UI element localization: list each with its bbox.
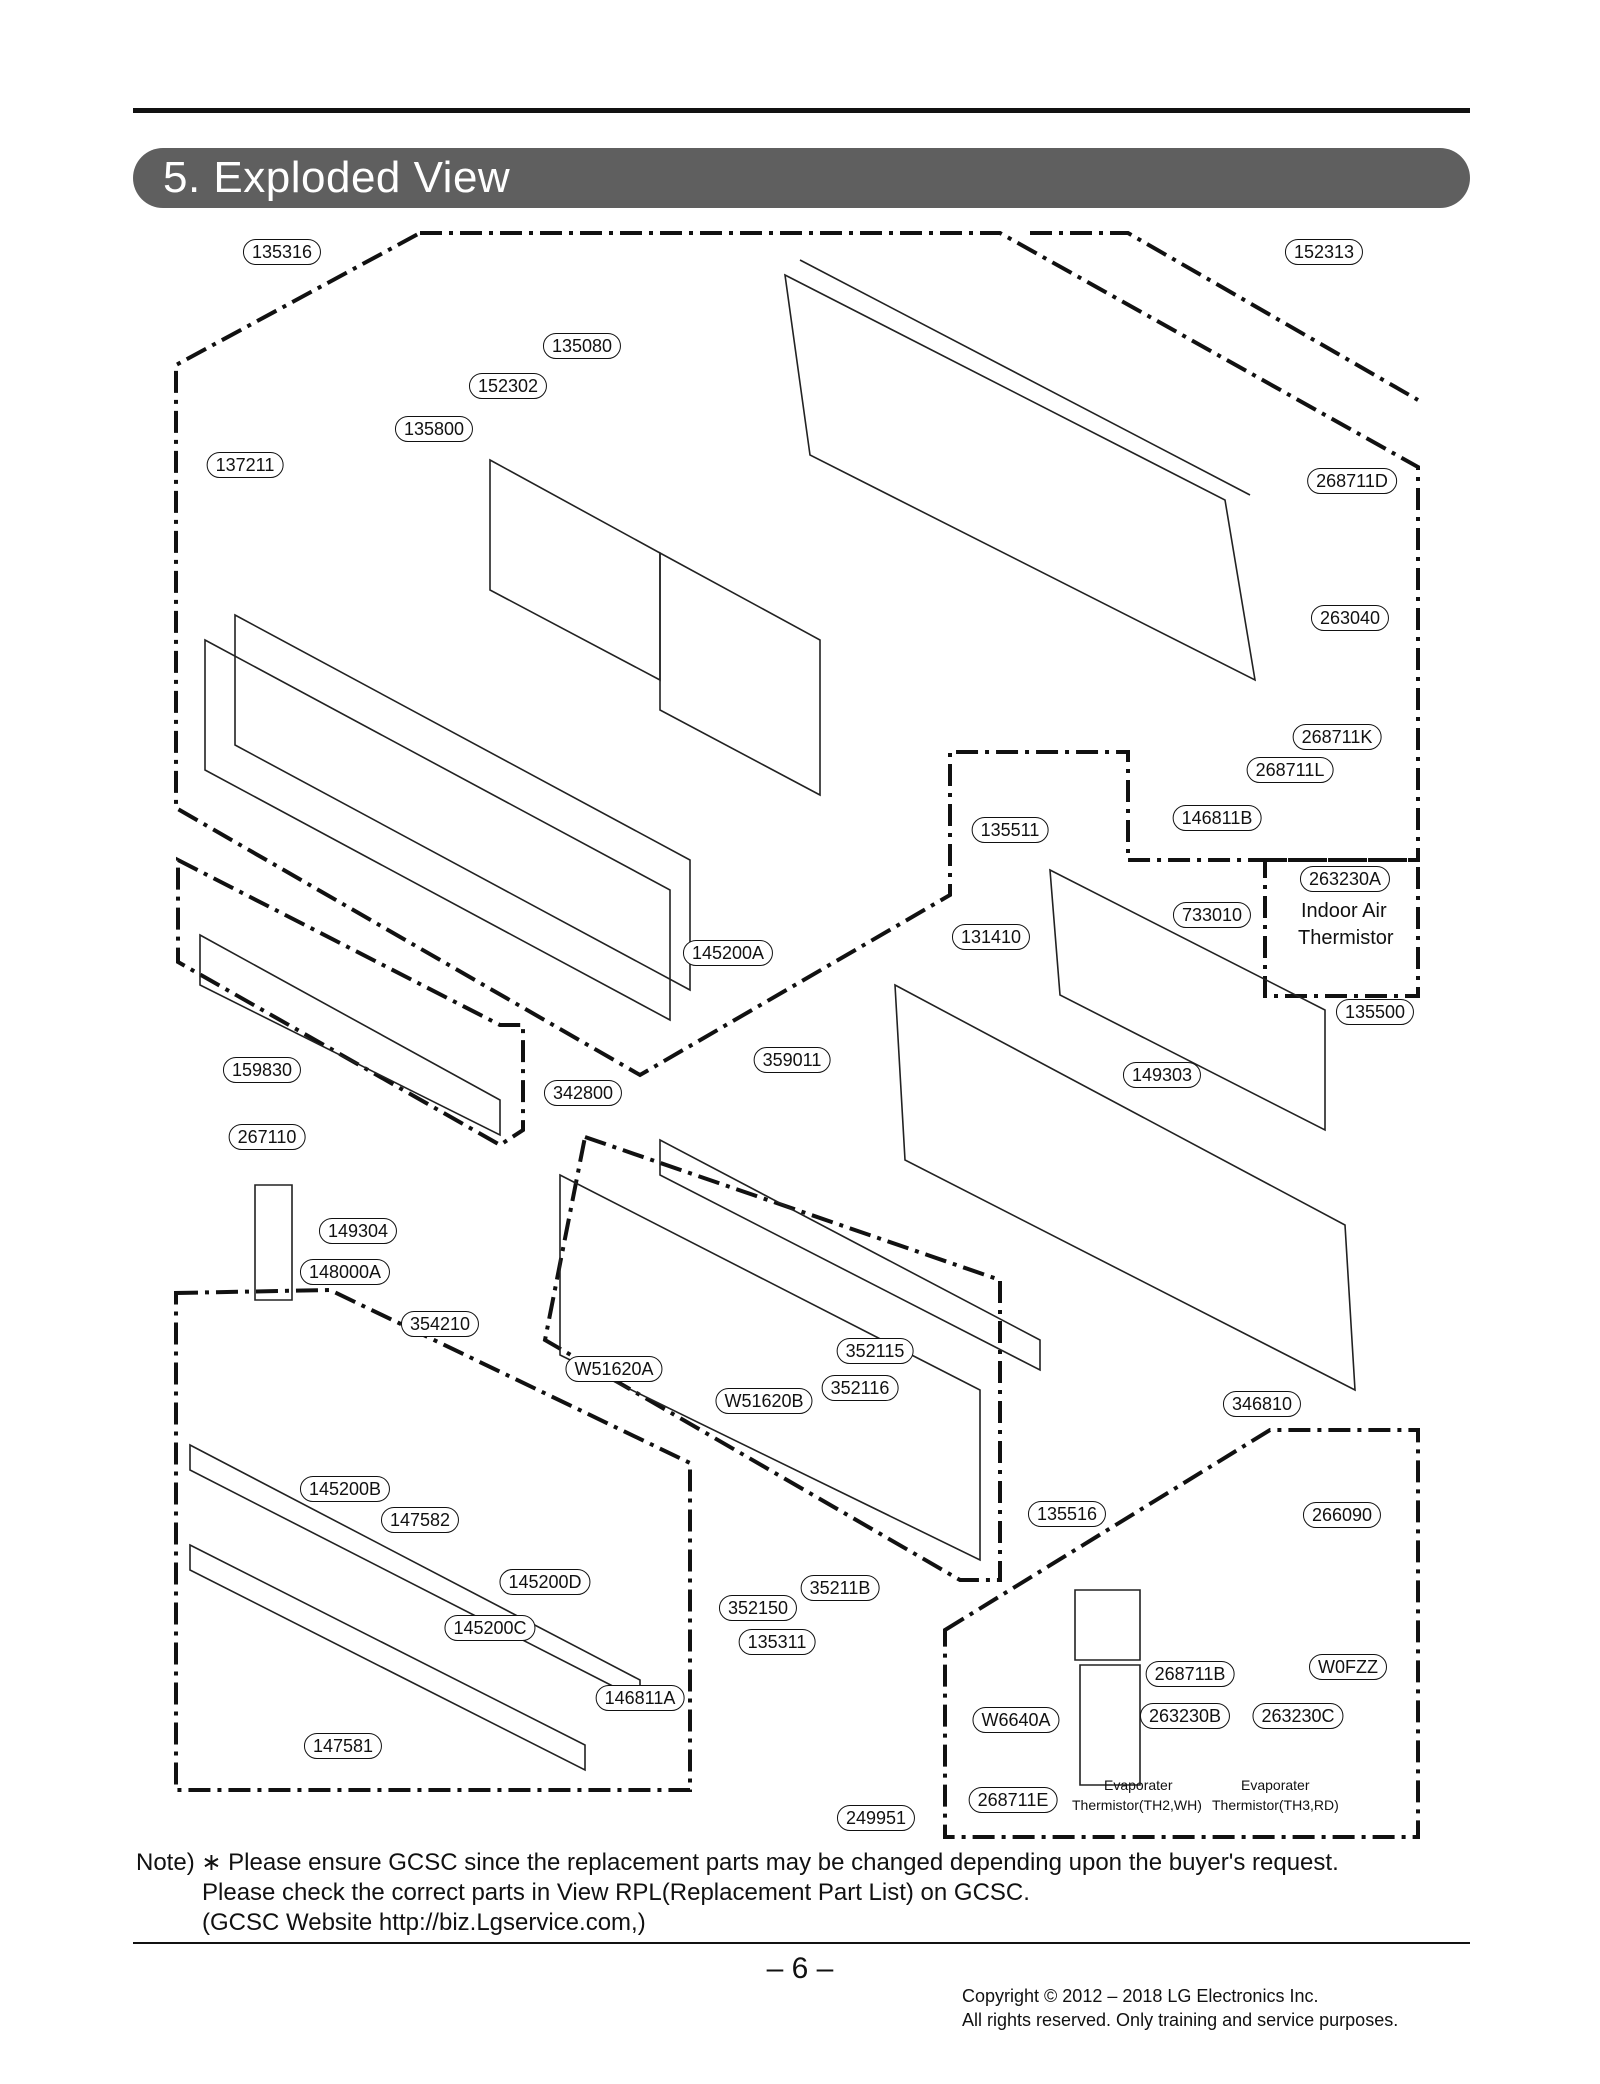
part-label: 263040 [1310, 605, 1390, 631]
part-label: 135316 [242, 239, 322, 265]
section-title: 5. Exploded View [163, 153, 511, 202]
part-label: W51620B [715, 1388, 813, 1414]
evaporator-thermistor-2-detail: Thermistor(TH3,RD) [1212, 1797, 1339, 1813]
pcb-box-drawing [1074, 1589, 1141, 1661]
bottom-rule [133, 1942, 1470, 1944]
copyright-line: Copyright © 2012 – 2018 LG Electronics I… [962, 1986, 1319, 2006]
part-label: 145200A [682, 940, 774, 966]
back-plate-drawing [1049, 868, 1326, 1132]
part-label: 146811B [1172, 805, 1262, 831]
note-line-1: Note) ∗ Please ensure GCSC since the rep… [136, 1849, 1339, 1876]
part-label: 135311 [738, 1629, 816, 1655]
part-label: 268711K [1292, 724, 1382, 750]
copyright-block: Copyright © 2012 – 2018 LG Electronics I… [962, 1984, 1398, 2032]
evaporator-thermistor-1-detail: Thermistor(TH2,WH) [1072, 1797, 1202, 1813]
part-label: 148000A [299, 1259, 391, 1285]
note-block: Note) ∗ Please ensure GCSC since the rep… [136, 1848, 1339, 1938]
part-label: 263230C [1252, 1703, 1344, 1729]
part-label: 268711E [968, 1787, 1058, 1813]
part-label: 268711D [1307, 468, 1397, 494]
part-label: 263230A [1299, 866, 1391, 892]
part-label: 145200C [444, 1615, 536, 1641]
part-label: W0FZZ [1309, 1654, 1387, 1680]
section-header: 5. Exploded View [133, 148, 1470, 208]
part-label: 145200D [499, 1569, 591, 1595]
part-label: 152302 [468, 373, 548, 399]
part-label: 135080 [542, 333, 622, 359]
part-label: 263230B [1139, 1703, 1231, 1729]
part-label: 342800 [543, 1080, 623, 1106]
vane-drawing [189, 1543, 586, 1772]
indoor-air-caption: Indoor Air [1301, 900, 1387, 922]
part-label: 135511 [971, 817, 1049, 843]
evaporator-thermistor-2-caption: Evaporater [1241, 1777, 1310, 1793]
part-label: 352116 [821, 1375, 899, 1401]
part-label: 135800 [394, 416, 474, 442]
group-boundary-louvers [174, 1287, 692, 1792]
filter-left-drawing [489, 458, 661, 682]
part-label: 352150 [718, 1595, 798, 1621]
part-label: 266090 [1302, 1502, 1382, 1528]
page-number: – 6 – [766, 1952, 834, 1985]
note-line-2: Please check the correct parts in View R… [202, 1879, 1030, 1906]
part-label: 137211 [206, 452, 284, 478]
chassis-drawing [783, 273, 1257, 682]
group-boundary-top-filter [1030, 231, 1419, 402]
part-label: W51620A [565, 1356, 663, 1382]
group-boundary-side-parts [1263, 858, 1420, 998]
part-label: 354210 [400, 1311, 480, 1337]
group-boundary-heat-exchanger [542, 1134, 1002, 1582]
rights-line: All rights reserved. Only training and s… [962, 2010, 1399, 2030]
crossflow-fan-drawing [659, 1138, 1041, 1372]
part-label: 346810 [1222, 1391, 1302, 1417]
part-label: 146811A [595, 1685, 685, 1711]
part-label: 135500 [1335, 999, 1415, 1025]
part-label: 147582 [380, 1507, 460, 1533]
part-label: 35211B [800, 1575, 880, 1601]
remote-drawing [254, 1184, 293, 1301]
evaporator-drawing [559, 1173, 981, 1562]
part-label: 149304 [318, 1218, 398, 1244]
filter-right-drawing [659, 551, 821, 797]
note-line-3: (GCSC Website http://biz.Lgservice.com,) [202, 1909, 646, 1936]
front-panel-drawing [204, 638, 671, 1022]
part-label: 147581 [303, 1733, 383, 1759]
part-label: 268711L [1246, 757, 1334, 783]
part-label: 359011 [753, 1047, 831, 1073]
part-label: 131410 [951, 924, 1031, 950]
top-rule [133, 108, 1470, 113]
part-label: 267110 [228, 1124, 306, 1150]
pcb-drawing [1079, 1664, 1141, 1786]
part-label: 149303 [1122, 1062, 1202, 1088]
part-label: 249951 [836, 1805, 916, 1831]
part-label: 135516 [1027, 1501, 1107, 1527]
louver-frame-drawing [199, 933, 501, 1137]
group-boundary-control-box [943, 1428, 1420, 1839]
main-body-drawing [894, 983, 1356, 1392]
part-label: W6640A [972, 1707, 1060, 1733]
group-boundary-front-panel [174, 231, 1420, 1078]
part-label: 152313 [1284, 239, 1364, 265]
part-label: 159830 [222, 1057, 302, 1083]
part-label: 352115 [836, 1338, 914, 1364]
chassis-top-drawing [799, 259, 1251, 496]
front-panel-back-drawing [234, 613, 691, 992]
part-label: 733010 [1172, 902, 1252, 928]
thermistor-caption: Thermistor [1298, 927, 1394, 949]
part-label: 145200B [299, 1476, 391, 1502]
evaporator-thermistor-1-caption: Evaporater [1104, 1777, 1173, 1793]
part-label: 268711B [1145, 1661, 1235, 1687]
group-boundary-louver-frame [176, 856, 525, 1148]
